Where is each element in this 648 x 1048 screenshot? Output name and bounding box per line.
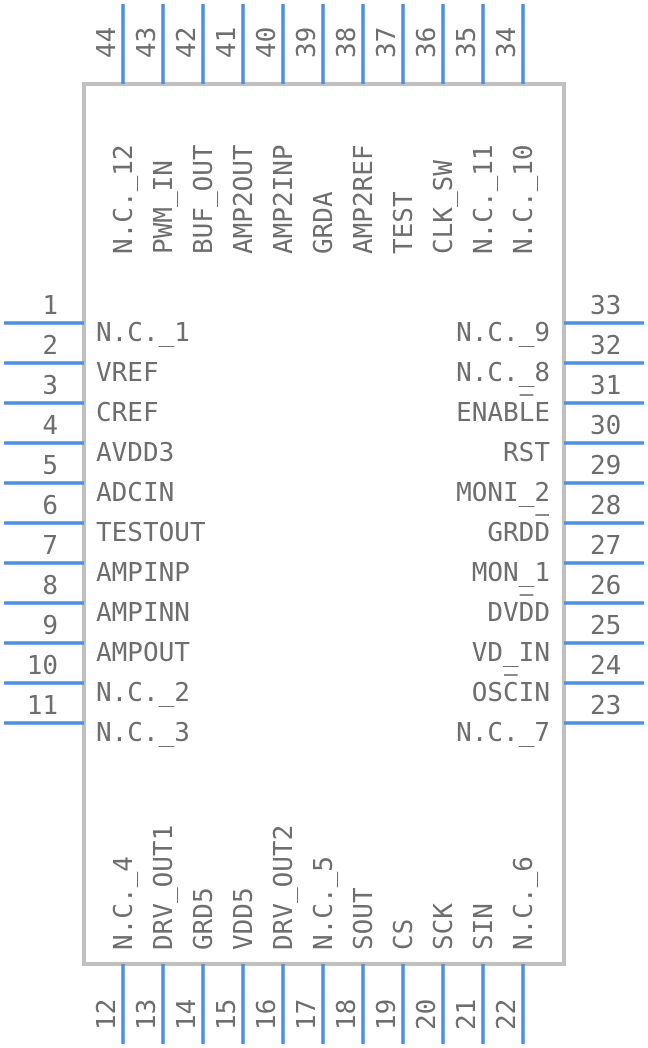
pin-17-number: 17 bbox=[292, 999, 322, 1030]
pin-18-number: 18 bbox=[332, 999, 362, 1030]
pin-5-name: ADCIN bbox=[96, 478, 174, 508]
pin-43-number: 43 bbox=[132, 27, 162, 58]
pin-15-number: 15 bbox=[212, 999, 242, 1030]
pin-42-name: BUF_OUT bbox=[189, 144, 219, 254]
pin-41-number: 41 bbox=[212, 27, 242, 58]
pin-32-name: N.C._8 bbox=[456, 358, 550, 388]
pin-41-name: AMP2OUT bbox=[229, 144, 259, 254]
pin-29-name: MONI_2 bbox=[456, 478, 550, 508]
pin-27-name: MON_1 bbox=[472, 558, 550, 588]
pin-29-number: 29 bbox=[590, 451, 621, 481]
pin-34-number: 34 bbox=[492, 27, 522, 58]
pin-14-name: GRD5 bbox=[189, 887, 219, 950]
pin-35-name: N.C._11 bbox=[469, 144, 499, 254]
pin-19-name: CS bbox=[389, 919, 419, 950]
pin-25-number: 25 bbox=[590, 611, 621, 641]
pin-43-name: PWM_IN bbox=[149, 160, 179, 254]
pin-34-name: N.C._10 bbox=[509, 144, 539, 254]
pin-28-number: 28 bbox=[590, 491, 621, 521]
pin-26-number: 26 bbox=[590, 571, 621, 601]
pin-26-name: DVDD bbox=[487, 598, 550, 628]
pin-33-name: N.C._9 bbox=[456, 318, 550, 348]
pin-12-name: N.C._4 bbox=[109, 856, 139, 950]
pin-3-name: CREF bbox=[96, 398, 159, 428]
pin-32-number: 32 bbox=[590, 331, 621, 361]
pin-20-name: SCK bbox=[429, 903, 459, 950]
pin-13-number: 13 bbox=[132, 999, 162, 1030]
pin-37-number: 37 bbox=[372, 27, 402, 58]
pin-36-number: 36 bbox=[412, 27, 442, 58]
pin-33-number: 33 bbox=[590, 291, 621, 321]
pin-15-name: VDD5 bbox=[229, 887, 259, 950]
pin-2-name: VREF bbox=[96, 358, 159, 388]
pin-22-number: 22 bbox=[492, 999, 522, 1030]
pin-18-name: SOUT bbox=[349, 887, 379, 950]
pin-38-number: 38 bbox=[332, 27, 362, 58]
pin-6-number: 6 bbox=[42, 491, 58, 521]
pin-27-number: 27 bbox=[590, 531, 621, 561]
pin-31-name: ENABLE bbox=[456, 398, 550, 428]
pin-6-name: TESTOUT bbox=[96, 518, 206, 548]
pin-28-name: GRDD bbox=[487, 518, 550, 548]
pin-1-number: 1 bbox=[42, 291, 58, 321]
pin-12-number: 12 bbox=[92, 999, 122, 1030]
pin-21-number: 21 bbox=[452, 999, 482, 1030]
pin-10-number: 10 bbox=[27, 651, 58, 681]
pin-31-number: 31 bbox=[590, 371, 621, 401]
pin-42-number: 42 bbox=[172, 27, 202, 58]
pin-8-number: 8 bbox=[42, 571, 58, 601]
pin-23-number: 23 bbox=[590, 691, 621, 721]
pin-2-number: 2 bbox=[42, 331, 58, 361]
pin-37-name: TEST bbox=[389, 191, 419, 254]
pin-22-name: N.C._6 bbox=[509, 856, 539, 950]
pin-5-number: 5 bbox=[42, 451, 58, 481]
pin-23-name: N.C._7 bbox=[456, 718, 550, 748]
pin-44-name: N.C._12 bbox=[109, 144, 139, 254]
pin-4-name: AVDD3 bbox=[96, 438, 174, 468]
pin-44-number: 44 bbox=[92, 27, 122, 58]
pin-10-name: N.C._2 bbox=[96, 678, 190, 708]
pin-38-name: AMP2REF bbox=[349, 144, 379, 254]
pin-1-name: N.C._1 bbox=[96, 318, 190, 348]
pin-16-name: DRV_OUT2 bbox=[269, 825, 299, 950]
pin-3-number: 3 bbox=[42, 371, 58, 401]
pin-7-number: 7 bbox=[42, 531, 58, 561]
pin-30-name: RST bbox=[503, 438, 550, 468]
pin-36-name: CLK_SW bbox=[429, 160, 459, 254]
pin-40-number: 40 bbox=[252, 27, 282, 58]
pin-24-name: OSCIN bbox=[472, 678, 550, 708]
pin-21-name: SIN bbox=[469, 903, 499, 950]
pin-11-name: N.C._3 bbox=[96, 718, 190, 748]
pin-17-name: N.C._5 bbox=[309, 856, 339, 950]
pin-39-number: 39 bbox=[292, 27, 322, 58]
pin-9-name: AMPOUT bbox=[96, 638, 190, 668]
pin-11-number: 11 bbox=[27, 691, 58, 721]
pin-35-number: 35 bbox=[452, 27, 482, 58]
pin-8-name: AMPINN bbox=[96, 598, 190, 628]
pin-4-number: 4 bbox=[42, 411, 58, 441]
pin-40-name: AMP2INP bbox=[269, 144, 299, 254]
pin-25-name: VD_IN bbox=[472, 638, 550, 668]
pin-39-name: GRDA bbox=[309, 191, 339, 254]
pin-30-number: 30 bbox=[590, 411, 621, 441]
pin-19-number: 19 bbox=[372, 999, 402, 1030]
pin-24-number: 24 bbox=[590, 651, 621, 681]
pin-7-name: AMPINP bbox=[96, 558, 190, 588]
pin-9-number: 9 bbox=[42, 611, 58, 641]
pin-14-number: 14 bbox=[172, 999, 202, 1030]
pin-16-number: 16 bbox=[252, 999, 282, 1030]
pin-13-name: DRV_OUT1 bbox=[149, 825, 179, 950]
pins-layer: 1N.C._12VREF3CREF4AVDD35ADCIN6TESTOUT7AM… bbox=[4, 4, 644, 1044]
pin-20-number: 20 bbox=[412, 999, 442, 1030]
